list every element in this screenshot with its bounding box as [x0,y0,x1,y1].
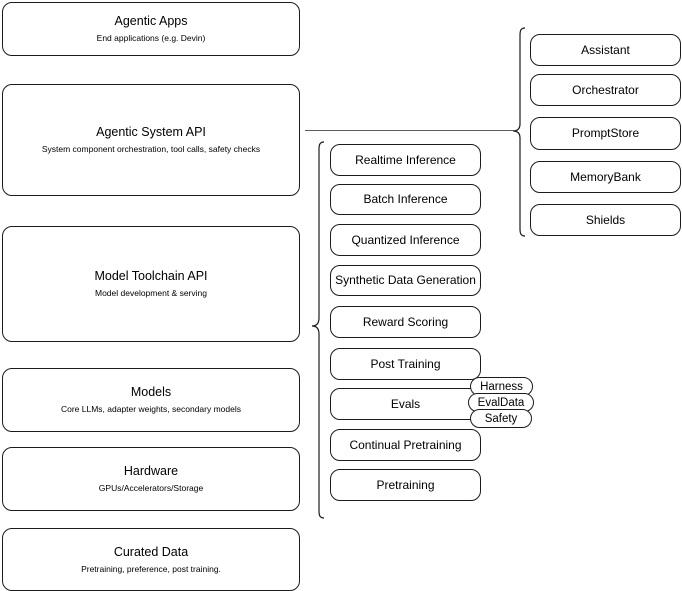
layer-title: Models [130,385,172,399]
toolchain-node-reward-scoring[interactable]: Reward Scoring [330,306,481,338]
layer-subtitle: End applications (e.g. Devin) [96,33,206,43]
layer-subtitle: Core LLMs, adapter weights, secondary mo… [60,404,241,414]
system-node-promptstore[interactable]: PromptStore [530,117,681,150]
toolchain-node-synthetic-data-generation[interactable]: Synthetic Data Generation [330,265,481,296]
toolchain-node-label: Reward Scoring [362,314,449,329]
toolchain-node-pretraining[interactable]: Pretraining [330,469,481,501]
layer-title: Agentic Apps [114,14,188,28]
eval-pill-evaldata[interactable]: EvalData [468,393,534,412]
layer-box-curated-data[interactable]: Curated Data Pretraining, preference, po… [2,528,300,591]
system-node-orchestrator[interactable]: Orchestrator [530,74,681,106]
toolchain-node-label: Synthetic Data Generation [335,273,476,287]
system-node-shields[interactable]: Shields [530,204,681,236]
system-node-assistant[interactable]: Assistant [530,34,681,66]
toolchain-node-evals[interactable]: Evals [330,388,481,420]
system-node-label: Assistant [581,42,630,57]
layer-subtitle: Model development & serving [95,288,207,298]
layer-box-agentic-system-api[interactable]: Agentic System API System component orch… [2,84,300,196]
system-node-label: PromptStore [571,126,640,140]
system-node-label: Shields [585,212,626,227]
toolchain-node-continual-pretraining[interactable]: Continual Pretraining [330,429,481,461]
system-node-memorybank[interactable]: MemoryBank [530,161,681,193]
toolchain-node-label: Realtime Inference [355,152,456,167]
brace-toolchain [310,140,326,520]
layer-box-agentic-apps[interactable]: Agentic Apps End applications (e.g. Devi… [2,2,300,56]
toolchain-node-post-training[interactable]: Post Training [330,348,481,380]
brace-system-components [511,26,527,240]
eval-pill-label: EvalData [477,396,525,409]
layer-title: Curated Data [113,544,189,559]
toolchain-node-label: Continual Pretraining [349,437,462,452]
toolchain-node-label: Quantized Inference [351,232,460,247]
toolchain-node-label: Pretraining [376,477,435,492]
eval-pill-safety[interactable]: Safety [470,409,532,428]
system-node-label: Orchestrator [572,82,639,97]
toolchain-node-label: Post Training [370,356,441,371]
layer-subtitle: GPUs/Accelerators/Storage [98,483,204,493]
system-node-label: MemoryBank [570,169,641,184]
toolchain-node-realtime-inference[interactable]: Realtime Inference [330,144,481,176]
layer-title: Hardware [123,464,179,478]
layer-subtitle: Pretraining, preference, post training. [81,563,221,574]
layer-title: Model Toolchain API [94,269,208,283]
layer-box-hardware[interactable]: Hardware GPUs/Accelerators/Storage [2,447,300,511]
toolchain-node-quantized-inference[interactable]: Quantized Inference [330,224,481,256]
eval-pill-label: Harness [480,380,523,393]
toolchain-node-label: Batch Inference [363,192,448,206]
layer-title: Agentic System API [96,125,206,139]
toolchain-node-batch-inference[interactable]: Batch Inference [330,184,481,215]
layer-box-models[interactable]: Models Core LLMs, adapter weights, secon… [2,368,300,432]
connector-system-api-to-components [305,130,513,131]
toolchain-node-label: Evals [390,396,421,411]
layer-subtitle: System component orchestration, tool cal… [41,144,261,154]
eval-pill-label: Safety [484,412,518,425]
layer-box-model-toolchain-api[interactable]: Model Toolchain API Model development & … [2,226,300,342]
